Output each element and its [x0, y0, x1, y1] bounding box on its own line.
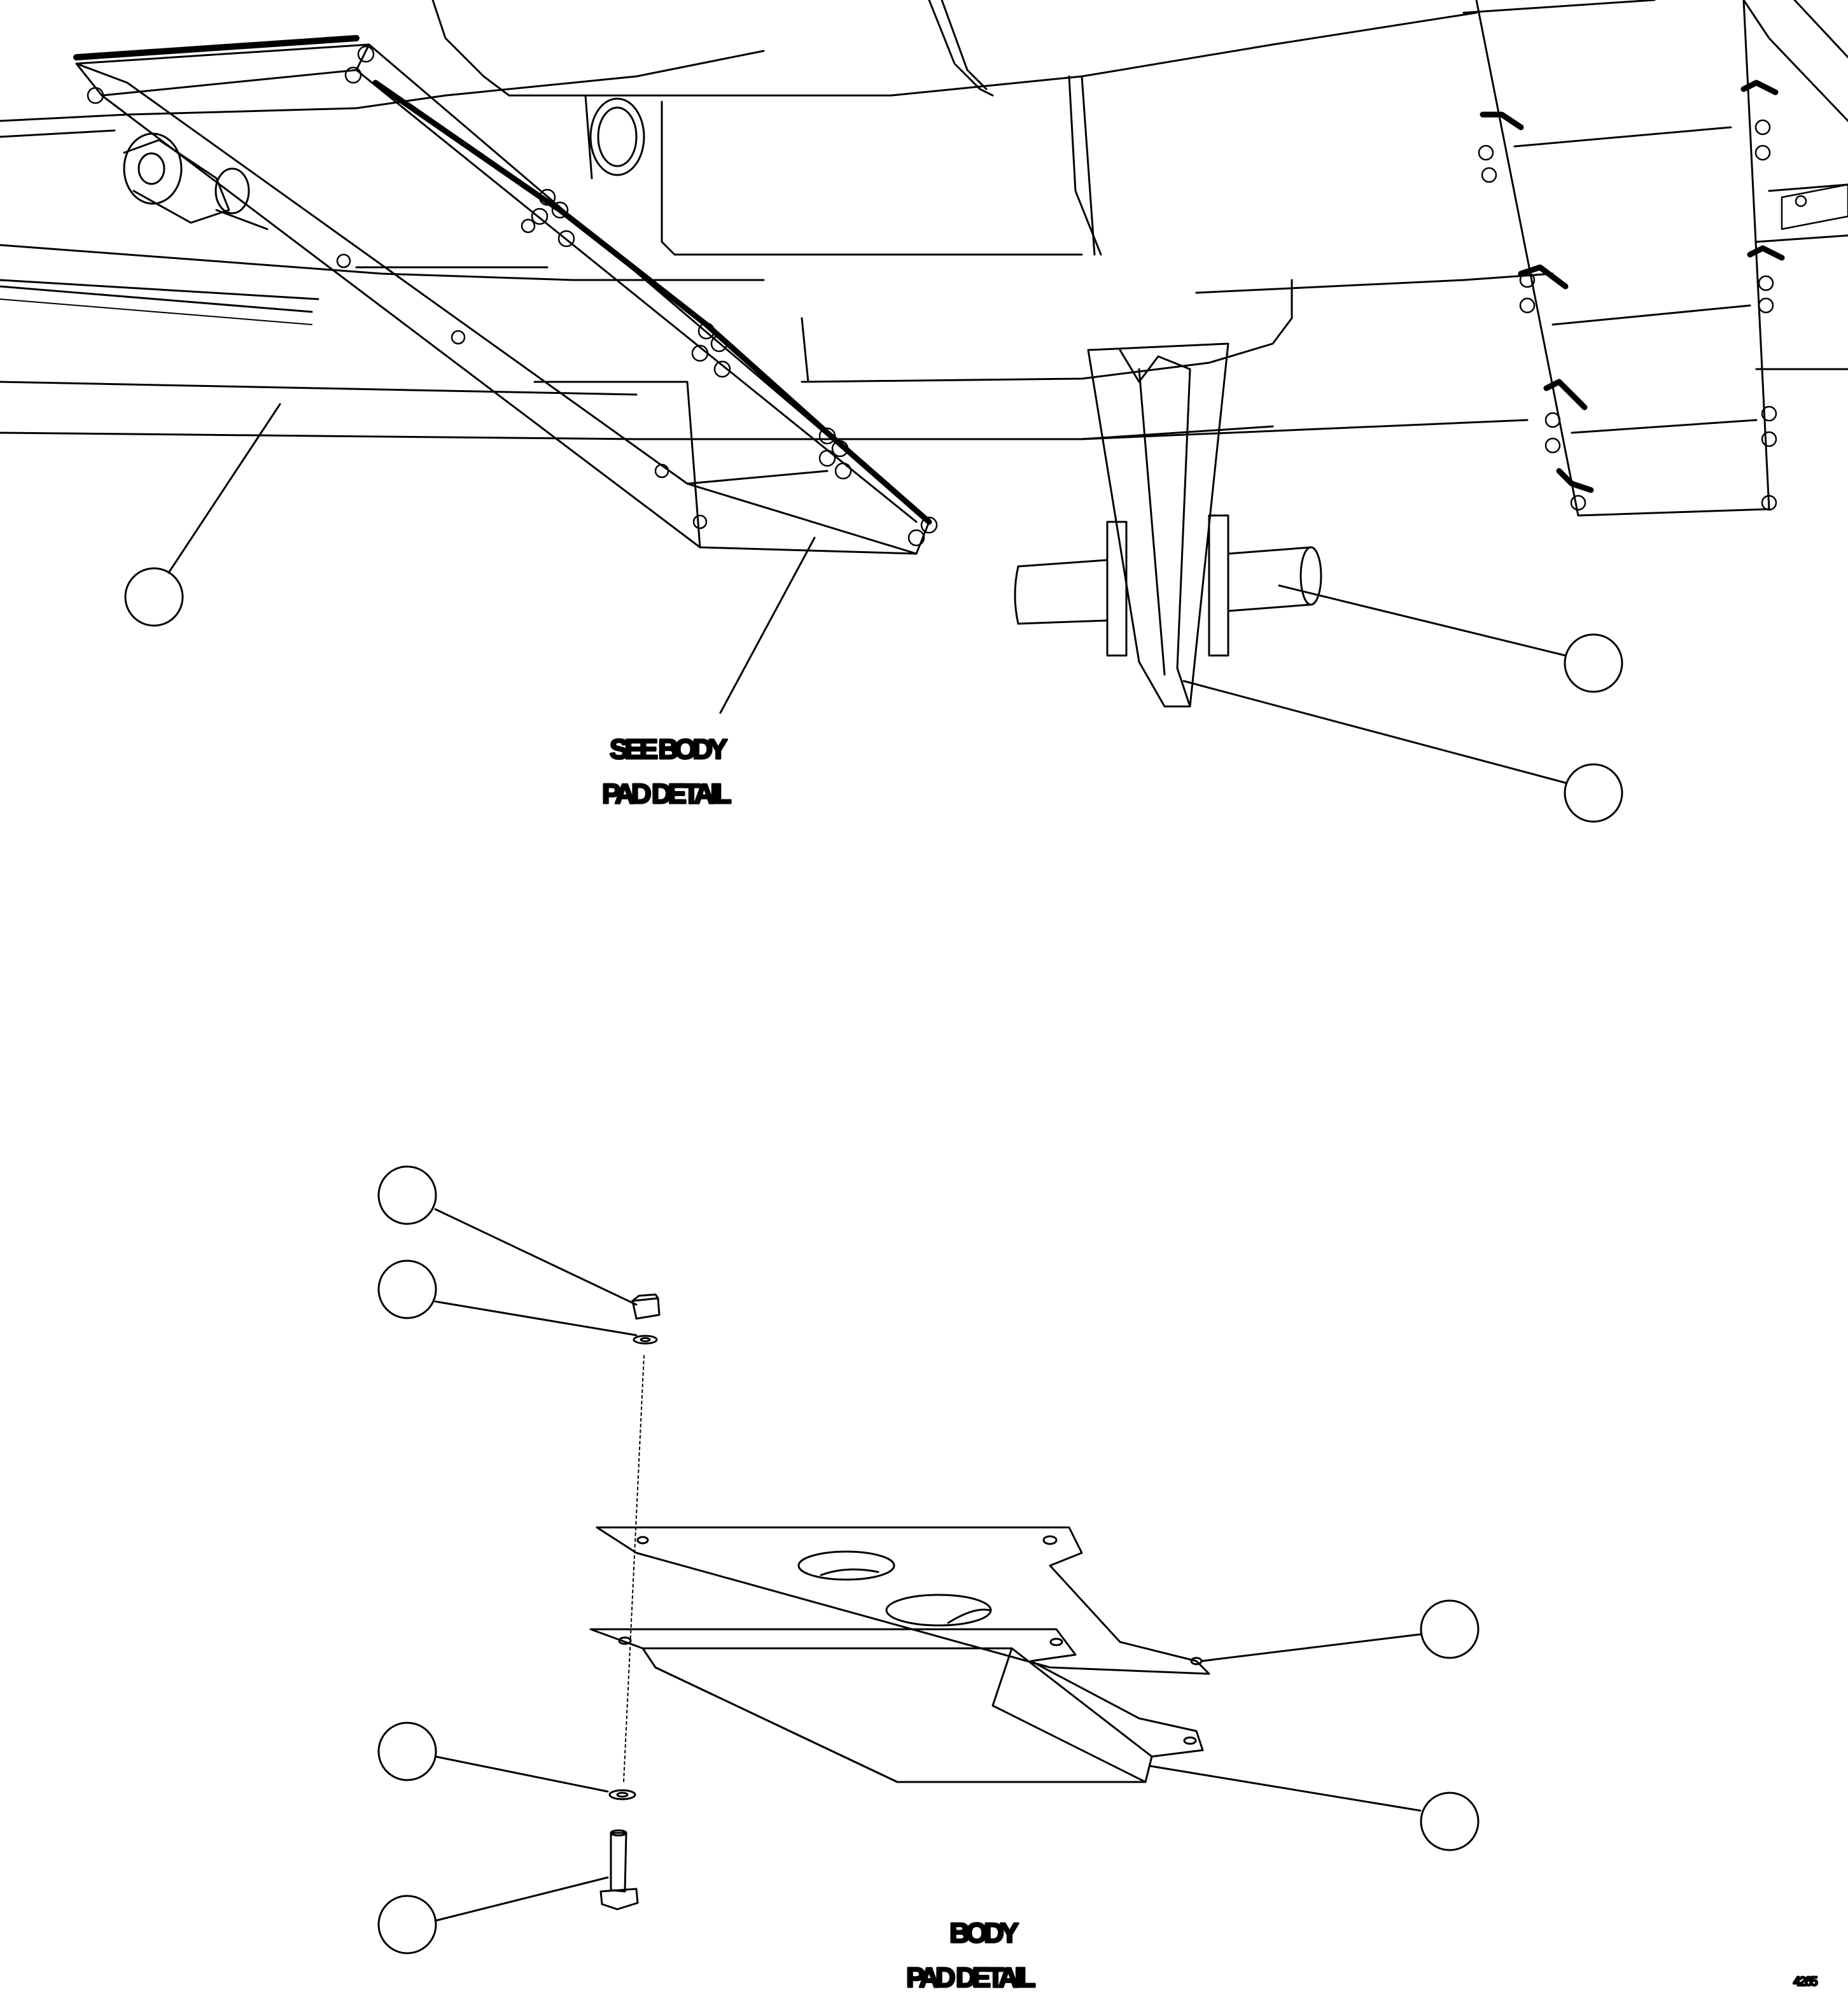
callout-balloon-bracket	[1564, 763, 1623, 823]
right-body-rail	[1475, 0, 1848, 517]
detail-title-line2: PAD DETAIL	[906, 1962, 1035, 1993]
body-pad-detail	[589, 1526, 1210, 1783]
callout-balloon-bolt	[377, 1895, 437, 1954]
top-leaders	[167, 403, 1567, 784]
callout-balloon-pad	[1420, 1792, 1480, 1851]
callout-balloon-nut	[377, 1165, 437, 1225]
top-callouts	[124, 567, 1623, 823]
frame-assembly	[0, 0, 1848, 440]
body-pad-rail	[73, 35, 938, 555]
see-body-pad-note-line2: PAD DETAIL	[602, 778, 731, 810]
callout-balloon-plate	[1420, 1599, 1480, 1659]
drawing-number: 4265	[1793, 1975, 1817, 1989]
callout-balloon-washer-top	[377, 1259, 437, 1319]
detail-callouts	[377, 1165, 1480, 1954]
callout-balloon-frame	[124, 567, 184, 627]
see-body-pad-note-line1: SEE BODY	[610, 734, 727, 765]
detail-title-line1: BODY	[949, 1918, 1019, 1949]
detail-leaders	[434, 1208, 1422, 1922]
hardware-stack	[599, 1293, 661, 1911]
pivot-bracket	[1014, 342, 1322, 708]
callout-balloon-pin	[1564, 633, 1623, 693]
callout-balloon-washer-bottom	[377, 1722, 437, 1781]
